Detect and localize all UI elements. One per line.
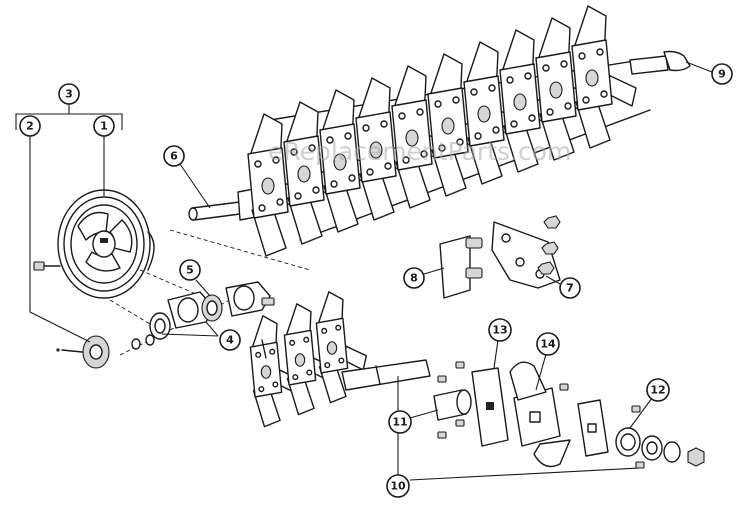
callout-2: 2: [19, 115, 41, 137]
callout-13: 13: [488, 318, 512, 342]
callout-6: 6: [163, 145, 185, 167]
reel-blade-set: [463, 41, 529, 185]
reel-blade-set: [571, 5, 637, 149]
callout-label: 4: [226, 334, 234, 347]
callout-label: 7: [566, 282, 574, 295]
callout-label: 3: [65, 88, 73, 101]
callout-label: 11: [392, 416, 407, 429]
reel-blade-set: [535, 17, 601, 161]
hex-nuts: [537, 215, 561, 275]
reel-blade-set: [283, 101, 349, 245]
small-washers: [131, 334, 155, 350]
reel-blade-set: [319, 89, 385, 233]
lower-blade-set: [315, 291, 368, 404]
callout-9: 9: [711, 63, 733, 85]
callout-10: 10: [386, 474, 410, 498]
callout-label: 12: [650, 384, 665, 397]
callout-1: 1: [93, 115, 115, 137]
lower-blade-set: [249, 315, 302, 428]
callout-label: 1: [100, 120, 108, 133]
callout-label: 6: [170, 150, 178, 163]
leader-lines: [15, 61, 713, 481]
callout-3: 3: [58, 83, 80, 105]
callout-11: 11: [388, 410, 412, 434]
reel-blades: [247, 5, 637, 257]
callout-label: 5: [186, 264, 194, 277]
bearing-flange: [167, 281, 275, 329]
bearing: [149, 294, 223, 340]
reel-blade-set: [499, 29, 565, 173]
callout-label: 10: [390, 480, 406, 493]
watermark-text: eReplacementParts.com: [268, 137, 571, 166]
hub-collar: [56, 335, 110, 369]
set-screw: [33, 261, 61, 271]
callout-label: 9: [718, 68, 726, 81]
callout-7: 7: [559, 277, 581, 299]
pulley: [57, 189, 155, 299]
bracket-plate: [439, 235, 471, 299]
spacer-tube: [433, 389, 472, 421]
callout-label: 2: [26, 120, 34, 133]
end-bushing: [615, 427, 705, 467]
callout-5: 5: [179, 259, 201, 281]
lower-shaft: [261, 339, 431, 391]
small-blades: [509, 361, 571, 468]
callout-label: 13: [492, 324, 507, 337]
lower-blades: [249, 291, 368, 428]
callout-label: 14: [540, 338, 556, 351]
callout-8: 8: [403, 267, 425, 289]
callout-12: 12: [646, 378, 670, 402]
carriage-bolts: [465, 237, 483, 279]
callout-label: 8: [410, 272, 418, 285]
callout-14: 14: [536, 332, 560, 356]
callout-4: 4: [219, 329, 241, 351]
